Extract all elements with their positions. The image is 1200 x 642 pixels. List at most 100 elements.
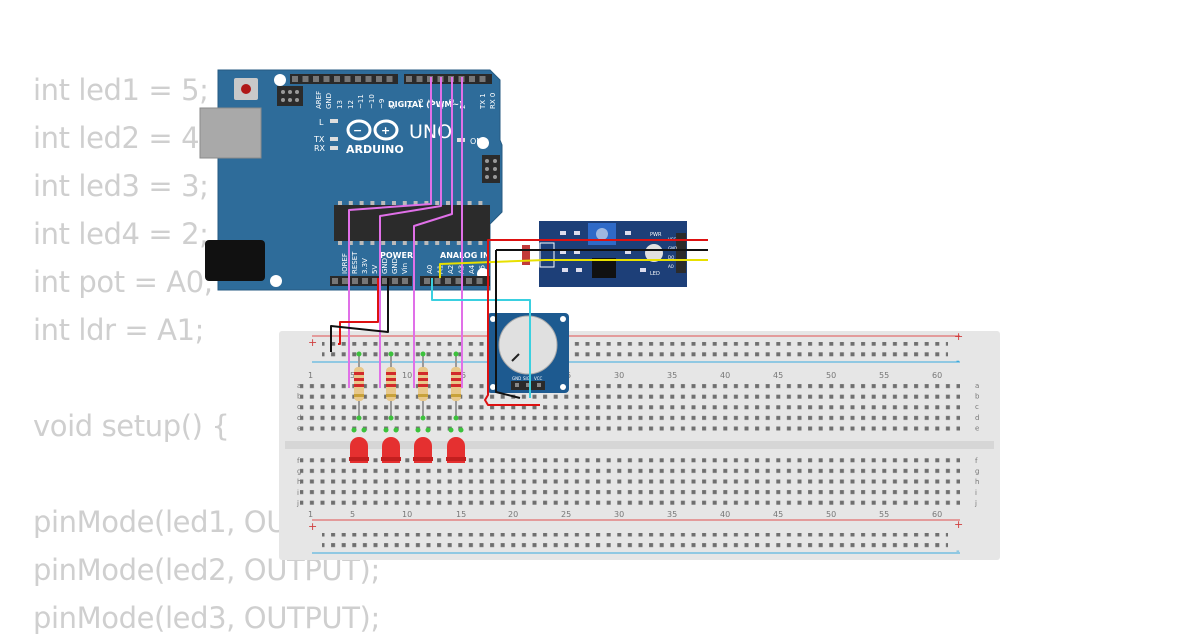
row-letter: d (975, 414, 979, 422)
rail-minus-top-right: - (956, 356, 960, 367)
code-line: void setup() { (33, 409, 230, 443)
pot-pin-label: GND (512, 376, 521, 381)
red-led[interactable] (413, 427, 433, 464)
analog-label: ANALOG IN (440, 251, 490, 260)
analog-pin-label: A2 (447, 265, 455, 274)
red-led[interactable] (381, 427, 401, 464)
do-led-label: LED (650, 271, 660, 277)
ldr-pin-label: DO (668, 255, 674, 260)
wire-ldr-signal[interactable] (439, 259, 708, 278)
code-line: int led4 = 2; (33, 217, 209, 251)
power-pin-label: Vin (401, 263, 409, 274)
digital-label: DIGITAL (PWM~) (388, 100, 463, 109)
code-line: int led2 = 4; (33, 121, 209, 155)
wire-5v[interactable] (338, 278, 379, 345)
ldr-pin-label: AO (668, 264, 674, 269)
tx-label: TX (313, 135, 325, 144)
rail-plus-bottom-right: + (954, 518, 963, 531)
digital-pin-label: 7 (407, 105, 415, 109)
potentiometer-knob[interactable] (498, 315, 558, 375)
code-line: pinMode(led3, OUTPUT); (33, 601, 380, 635)
red-led[interactable] (446, 427, 466, 464)
row-letter: i (975, 489, 977, 497)
power-pin-label: 3.3V (361, 258, 369, 274)
column-number: 1 (308, 371, 313, 380)
code-line: int pot = A0; (33, 265, 214, 299)
digital-pin-label: TX 1 (479, 93, 487, 110)
wires (330, 77, 708, 406)
l-led-label: L (319, 118, 324, 127)
digital-pin-label: 13 (336, 100, 344, 109)
rx-label: RX (314, 144, 326, 153)
column-number: 30 (614, 510, 624, 519)
row-letter: c (975, 403, 979, 411)
column-number: 25 (561, 510, 571, 519)
row-letter: h (297, 478, 301, 486)
wire-led3[interactable] (413, 77, 453, 388)
code-line: int led1 = 5; (33, 73, 209, 107)
ldr-resistor (522, 245, 530, 265)
digital-pin-label: ~6 (417, 98, 425, 109)
row-letter: g (975, 468, 979, 476)
pot-pin-label: SIG (523, 376, 530, 381)
row-letter: b (975, 393, 980, 401)
digital-pin-label: ~9 (378, 99, 386, 109)
wire-led1[interactable] (348, 77, 432, 388)
column-number: 30 (614, 371, 624, 380)
resistor[interactable] (386, 351, 396, 421)
row-letter: g (297, 468, 301, 476)
column-number: 5 (350, 371, 355, 380)
resistor[interactable] (418, 351, 428, 421)
column-number: 55 (879, 510, 889, 519)
rail-plus-bottom-left: + (308, 520, 317, 533)
column-number: 10 (402, 510, 412, 519)
power-label: POWER (380, 251, 413, 260)
power-pin-label: 5V (371, 265, 379, 274)
pot-pin-label: VCC (534, 376, 543, 381)
column-number: 60 (932, 371, 942, 380)
power-pin-label: IOREF (341, 253, 349, 274)
power-pin-label: GND (381, 258, 389, 274)
power-jack (205, 240, 265, 281)
column-number: 50 (826, 371, 836, 380)
rail-plus-top-right: + (954, 330, 963, 343)
analog-pin-label: A0 (426, 265, 434, 274)
rail-minus-bottom-right: - (956, 546, 960, 557)
ldr-pin-label: GND (668, 246, 677, 251)
column-number: 35 (667, 510, 677, 519)
wire-led2[interactable] (379, 77, 442, 388)
analog-pin-label: A4 (468, 264, 476, 274)
column-number: 45 (773, 371, 783, 380)
digital-pin-label: ~11 (357, 94, 365, 109)
column-number: 55 (879, 371, 889, 380)
analog-pin-label: A5 (479, 265, 487, 274)
resistor[interactable] (354, 351, 364, 421)
svg-text:−: − (353, 124, 362, 137)
wire-pot-signal[interactable] (431, 278, 531, 398)
arduino-infinity-logo-icon (346, 119, 399, 141)
column-number: 40 (720, 510, 730, 519)
row-letter: e (297, 424, 301, 432)
usb-port (199, 107, 262, 159)
column-number: 50 (826, 510, 836, 519)
column-number: 10 (402, 371, 412, 380)
resistor[interactable] (451, 351, 461, 421)
column-number: 1 (308, 510, 313, 519)
wire-gnd[interactable] (330, 278, 389, 352)
column-number: 20 (508, 510, 518, 519)
digital-pin-label: GND (325, 93, 333, 109)
digital-pin-label: 12 (347, 100, 355, 109)
column-number: 5 (350, 510, 355, 519)
red-led[interactable] (349, 427, 369, 464)
row-letter: f (297, 457, 300, 465)
row-letter: a (297, 382, 301, 390)
wire-ldr-vcc[interactable] (487, 239, 708, 296)
digital-pin-label: RX 0 (489, 93, 497, 109)
